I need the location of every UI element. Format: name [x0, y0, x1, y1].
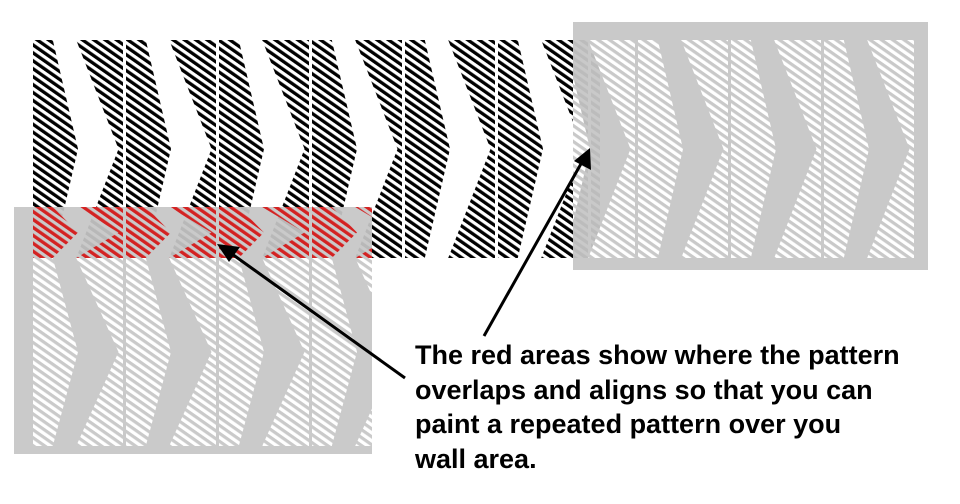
stencil-cutout: [824, 40, 869, 258]
stencil-cutout: [573, 75, 590, 223]
overlap-highlight: [312, 207, 357, 258]
overlap-highlight: [126, 207, 171, 258]
pattern-motif: [312, 40, 357, 258]
stencil-cutout: [774, 40, 821, 258]
overlap-highlight: [262, 207, 309, 258]
stencil-cutout: [355, 258, 372, 446]
stencil-sheet-right: [573, 22, 928, 270]
stencil-cutout: [169, 258, 216, 446]
stencil-cutout: [588, 40, 635, 258]
stencil-cutout: [731, 40, 776, 258]
stencil-cutout: [219, 258, 264, 446]
overlap-highlight: [169, 207, 216, 258]
stencil-cutout: [681, 40, 728, 258]
stencil-cutout: [262, 258, 309, 446]
arrow-to-right-overlap: [482, 148, 591, 337]
overlap-highlight: [76, 207, 123, 258]
overlap-highlight: [219, 207, 264, 258]
pattern-motif: [448, 40, 495, 258]
stencil-cutout: [126, 258, 171, 446]
pattern-motif: [498, 40, 543, 258]
stencil-cutout: [33, 258, 78, 446]
pattern-motif: [33, 40, 78, 258]
pattern-motif: [76, 40, 123, 258]
stencil-cutout: [867, 40, 914, 258]
arrow-to-left-overlap: [217, 244, 406, 380]
pattern-motif: [262, 40, 309, 258]
stencil-cutout: [638, 40, 683, 258]
pattern-motif: [169, 40, 216, 258]
stencil-sheet-left: [14, 207, 372, 454]
pattern-motif: [126, 40, 171, 258]
pattern-motif: [219, 40, 264, 258]
pattern-motif: [405, 40, 450, 258]
overlap-explanation-caption: The red areas show where the pattern ove…: [415, 340, 900, 474]
overlap-highlight: [355, 207, 372, 258]
stencil-cutout: [312, 258, 357, 446]
overlap-highlight: [33, 207, 78, 258]
pattern-motif: [355, 40, 402, 258]
stencil-cutout: [76, 258, 123, 446]
